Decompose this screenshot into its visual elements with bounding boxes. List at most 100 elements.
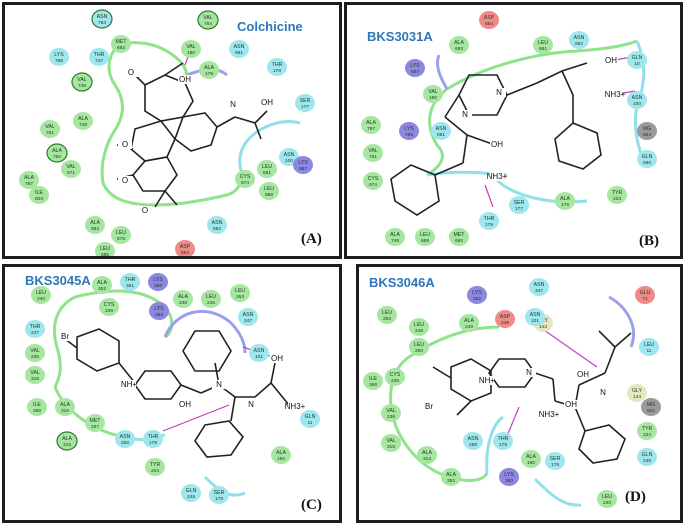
residue-circle [259, 182, 279, 200]
residue-name: ALA [276, 450, 286, 456]
residue-number: 368 [369, 382, 377, 388]
residue-number: 253 [236, 294, 244, 300]
residue-name: ASN [243, 312, 254, 318]
residue-name: ALA [454, 40, 464, 46]
residue-number: 785 [55, 58, 63, 64]
residue-name: MET [454, 232, 466, 238]
residue-name: ALA [24, 175, 34, 181]
residue-nodes: ASN347LYS252GLU71LEU253GLY143ALA248ASP24… [363, 278, 661, 508]
residue-number: 674 [369, 182, 377, 188]
residue-circle [99, 298, 119, 316]
residue-name: THR [484, 216, 495, 222]
panel-title: BKS3045A [25, 273, 91, 288]
panel-c-diagram: ALA352THR351LYS350LEU240CYS239ALA248LEU2… [25, 273, 320, 504]
residue-circle [197, 10, 219, 30]
residue-circle [249, 344, 269, 362]
residue-name: TYR [642, 426, 653, 432]
atom-label: OH [179, 400, 191, 409]
residue-name: VAL [386, 408, 396, 414]
atom-label: OH [565, 400, 577, 409]
residue-circle [29, 186, 49, 204]
residue-circle [627, 384, 647, 402]
residue-name: TYR [612, 190, 623, 196]
residue-number: 101 [531, 318, 539, 324]
residue-circle [230, 284, 250, 302]
residue-name: THR [94, 52, 105, 58]
residue-circle [441, 468, 461, 486]
residue-number: 316 [387, 444, 395, 450]
atom-label: OH [491, 140, 503, 149]
residue-name: SER [550, 456, 561, 462]
residue-number: 368 [33, 408, 41, 414]
residue-circle [25, 320, 45, 338]
residue-number: 180 [527, 460, 535, 466]
residue-circle [181, 40, 201, 58]
residue-circle [209, 486, 229, 504]
residue-number: 258 [121, 440, 129, 446]
residue-name: SER [300, 98, 311, 104]
residue-number: 350 [154, 283, 162, 289]
residue-number: 692 [117, 45, 125, 51]
residue-number: 687 [411, 69, 419, 75]
atom-label: N [230, 100, 236, 109]
residue-name: THR [498, 436, 509, 442]
residue-circle [467, 286, 487, 304]
residue-circle [381, 434, 401, 452]
residue-circle [405, 59, 425, 77]
residue-circle [415, 228, 435, 246]
atom-label: N [526, 368, 532, 377]
residue-number: 351 [126, 283, 134, 289]
residue-circle [300, 410, 320, 428]
residue-circle [229, 40, 249, 58]
residue-number: 352 [98, 286, 106, 292]
residue-circle [463, 432, 483, 450]
residue-name: ASN [468, 436, 479, 442]
residue-name: LEU [100, 246, 110, 252]
residue-name: THR [148, 434, 159, 440]
residue-name: ALA [97, 280, 107, 286]
atom-label: Br [425, 402, 433, 411]
residue-number: 681 [539, 46, 547, 52]
residue-circle [641, 398, 661, 416]
panel-title: Colchicine [237, 19, 303, 34]
residue-number: 240 [603, 500, 611, 506]
residue-name: ASN [254, 348, 265, 354]
residue-circle [399, 122, 419, 140]
residue-name: LYS [298, 160, 308, 166]
residue-circle [271, 446, 291, 464]
residue-number: 787 [25, 181, 33, 187]
residue-number: 239 [105, 308, 113, 314]
residue-name: VAL [186, 44, 196, 50]
residue-number: 144 [633, 394, 641, 400]
residue-name: VAL [30, 348, 40, 354]
residue-number: 248 [465, 324, 473, 330]
